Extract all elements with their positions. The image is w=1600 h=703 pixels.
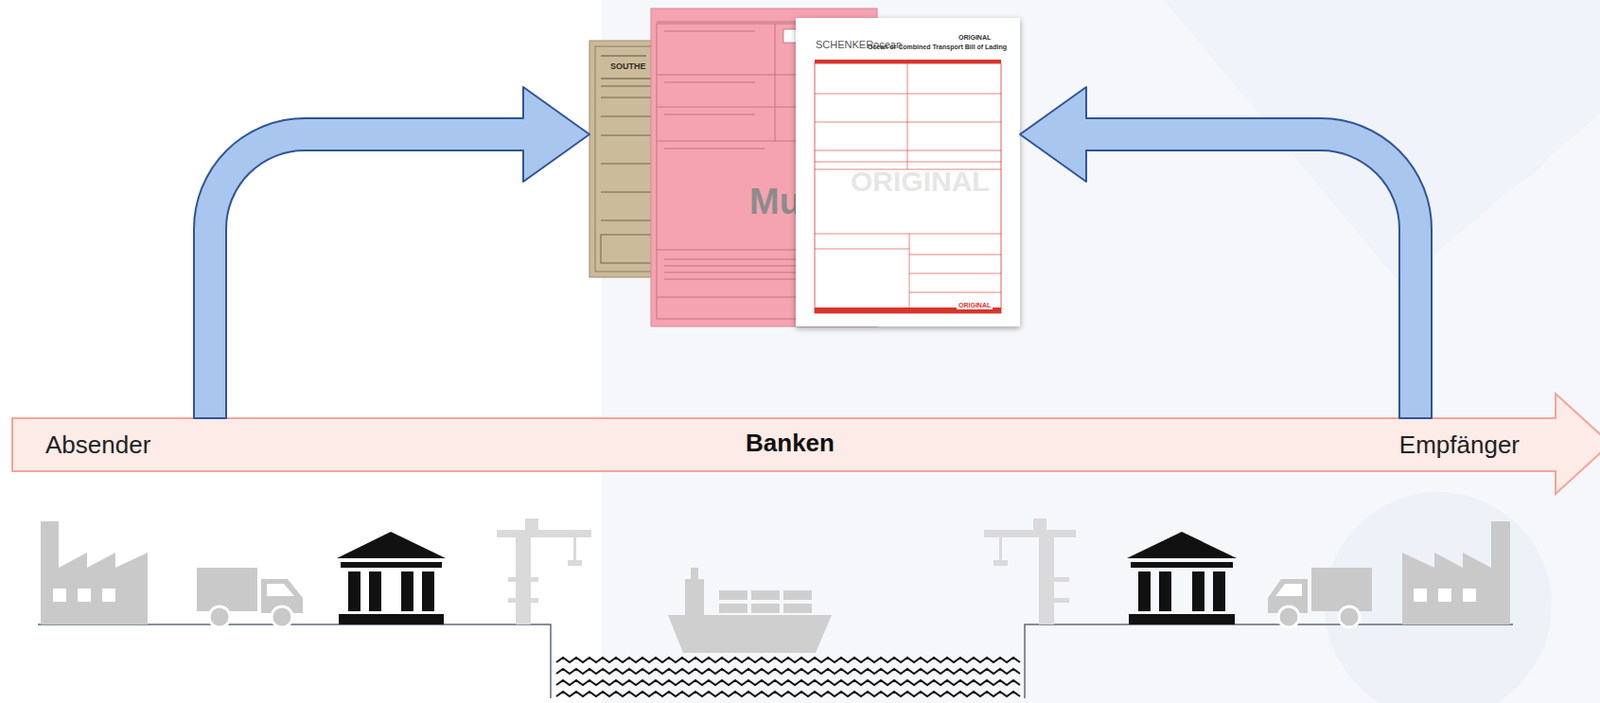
crane-icon [984, 518, 1076, 625]
document-footer: ORIGINAL [956, 301, 993, 310]
curved-arrow [193, 87, 590, 419]
crane-icon [496, 518, 592, 625]
party-label: Banken [695, 428, 885, 458]
document-subheading: Ocean or Combined Transport Bill of Ladi… [867, 43, 1007, 52]
document-heading: ORIGINAL [958, 34, 991, 42]
party-label: Absender [45, 430, 151, 459]
factory-icon [1402, 521, 1511, 625]
document-watermark: Mu [749, 180, 802, 223]
truck-icon [196, 567, 303, 628]
bank-icon [336, 531, 446, 625]
background-shape [1163, 0, 1600, 284]
bank-icon [1126, 531, 1237, 625]
flow-band: Absender Banken Empfänger [12, 392, 1600, 495]
ship-icon [668, 567, 832, 653]
curved-arrow [1019, 87, 1432, 419]
party-label: Empfänger [1330, 430, 1520, 459]
document-watermark: ORIGINAL [850, 164, 990, 198]
water-waves [556, 657, 1020, 697]
document-text: SOUTHE [610, 61, 647, 71]
background-panel [601, 0, 1600, 703]
document-card: SCHENKERoceanORIGINALOcean or Combined T… [795, 17, 1020, 327]
truck-icon [1267, 567, 1372, 628]
factory-icon [40, 521, 148, 625]
